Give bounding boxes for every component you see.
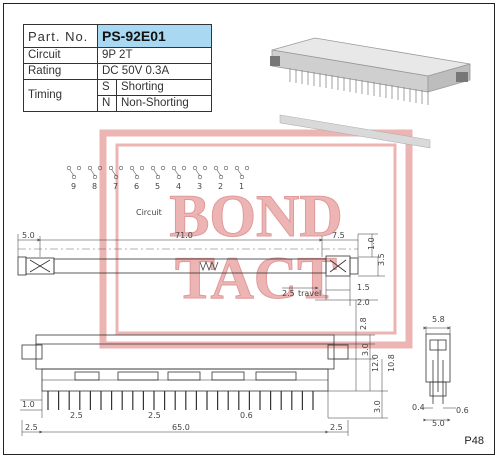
page-number: P48: [464, 435, 484, 447]
front-dim-2-5-a: 2.5: [70, 411, 83, 420]
timing-s-value: Shorting: [116, 79, 212, 96]
top-view: [17, 233, 385, 306]
side-dim-5-0: 5.0: [432, 419, 445, 428]
dim-71-0: 71.0: [175, 231, 193, 240]
circuit-pin: 1: [234, 165, 250, 191]
circuit-pin-number: 3: [197, 182, 202, 191]
front-dim-12-0: 12.0: [371, 354, 380, 372]
front-dim-2-5-b: 2.5: [148, 411, 161, 420]
side-dim-5-8: 5.8: [432, 315, 445, 324]
front-dim-3-0: 3.0: [361, 343, 370, 356]
front-dim-2-8: 2.8: [359, 317, 368, 330]
circuit-pin: 7: [108, 165, 124, 191]
travel-label: travel: [298, 289, 321, 298]
dim-1-5: 1.5: [357, 283, 370, 292]
front-dim-10-8: 10.8: [387, 354, 396, 372]
circuit-pin-number: 6: [134, 182, 139, 191]
circuit-pin: 3: [192, 165, 208, 191]
front-dim-2-5-c: 2.5: [25, 423, 38, 432]
circuit-pin-number: 9: [71, 182, 76, 191]
watermark: BOND TACT: [99, 129, 413, 349]
front-view: [20, 300, 388, 436]
dim-2-0: 2.0: [357, 298, 370, 307]
dim-3-5: 3.5: [377, 253, 386, 266]
circuit-pin: 4: [171, 165, 187, 191]
circuit-pin: 5: [150, 165, 166, 191]
dim-1-0-top: 1.0: [367, 237, 376, 250]
front-dim-3-0-b: 3.0: [373, 400, 382, 413]
timing-n-value: Non-Shorting: [116, 95, 212, 112]
rating-label: Rating: [23, 63, 98, 80]
circuit-pin: 9: [66, 165, 82, 191]
product-illustration: [270, 37, 471, 149]
front-dim-65-0: 65.0: [172, 423, 190, 432]
watermark-line2: TACT: [175, 245, 337, 311]
dim-5-0: 5.0: [22, 231, 35, 240]
side-view-dimensions: 5.8 0.4 0.6 5.0: [412, 315, 469, 428]
circuit-label: Circuit: [136, 208, 162, 217]
circuit-pin: 8: [87, 165, 103, 191]
front-view-dimensions: 1.0 2.5 2.5 0.6 2.5 65.0 2.5 2.8 3.0 12.…: [22, 317, 396, 432]
circuit-diagram: 9 8 7 6 5 4 3 2 1 Circuit: [66, 165, 250, 217]
timing-label: Timing: [23, 79, 98, 112]
circuit-pin-number: 5: [155, 182, 160, 191]
front-dim-0-6: 0.6: [240, 411, 253, 420]
circuit-pin-number: 7: [113, 182, 118, 191]
circuit-pin: 6: [129, 165, 145, 191]
side-view: [420, 326, 456, 422]
rating-value: DC 50V 0.3A: [97, 63, 212, 80]
top-view-dimensions: 5.0 71.0 7.5 1.0 3.5 1.5 2.0 2.5 travel: [22, 231, 386, 307]
watermark-line1: BOND: [169, 183, 342, 249]
spec-table: Part. No. PS-92E01 Circuit 9P 2T Rating …: [23, 24, 212, 112]
side-dim-0-4: 0.4: [412, 403, 425, 412]
side-dim-0-6: 0.6: [456, 406, 469, 415]
part-no-value: PS-92E01: [97, 24, 212, 48]
front-dim-2-5-d: 2.5: [330, 423, 343, 432]
circuit-pin-number: 2: [218, 182, 223, 191]
front-dim-1-0: 1.0: [22, 400, 35, 409]
circuit-pin-number: 4: [176, 182, 181, 191]
page-frame: [3, 3, 495, 455]
dim-7-5: 7.5: [332, 231, 345, 240]
circuit-pin-number: 8: [92, 182, 97, 191]
circuit-pin-number: 1: [239, 182, 244, 191]
circuit-pin: 2: [213, 165, 229, 191]
dim-2-5-travel: 2.5: [282, 289, 295, 298]
